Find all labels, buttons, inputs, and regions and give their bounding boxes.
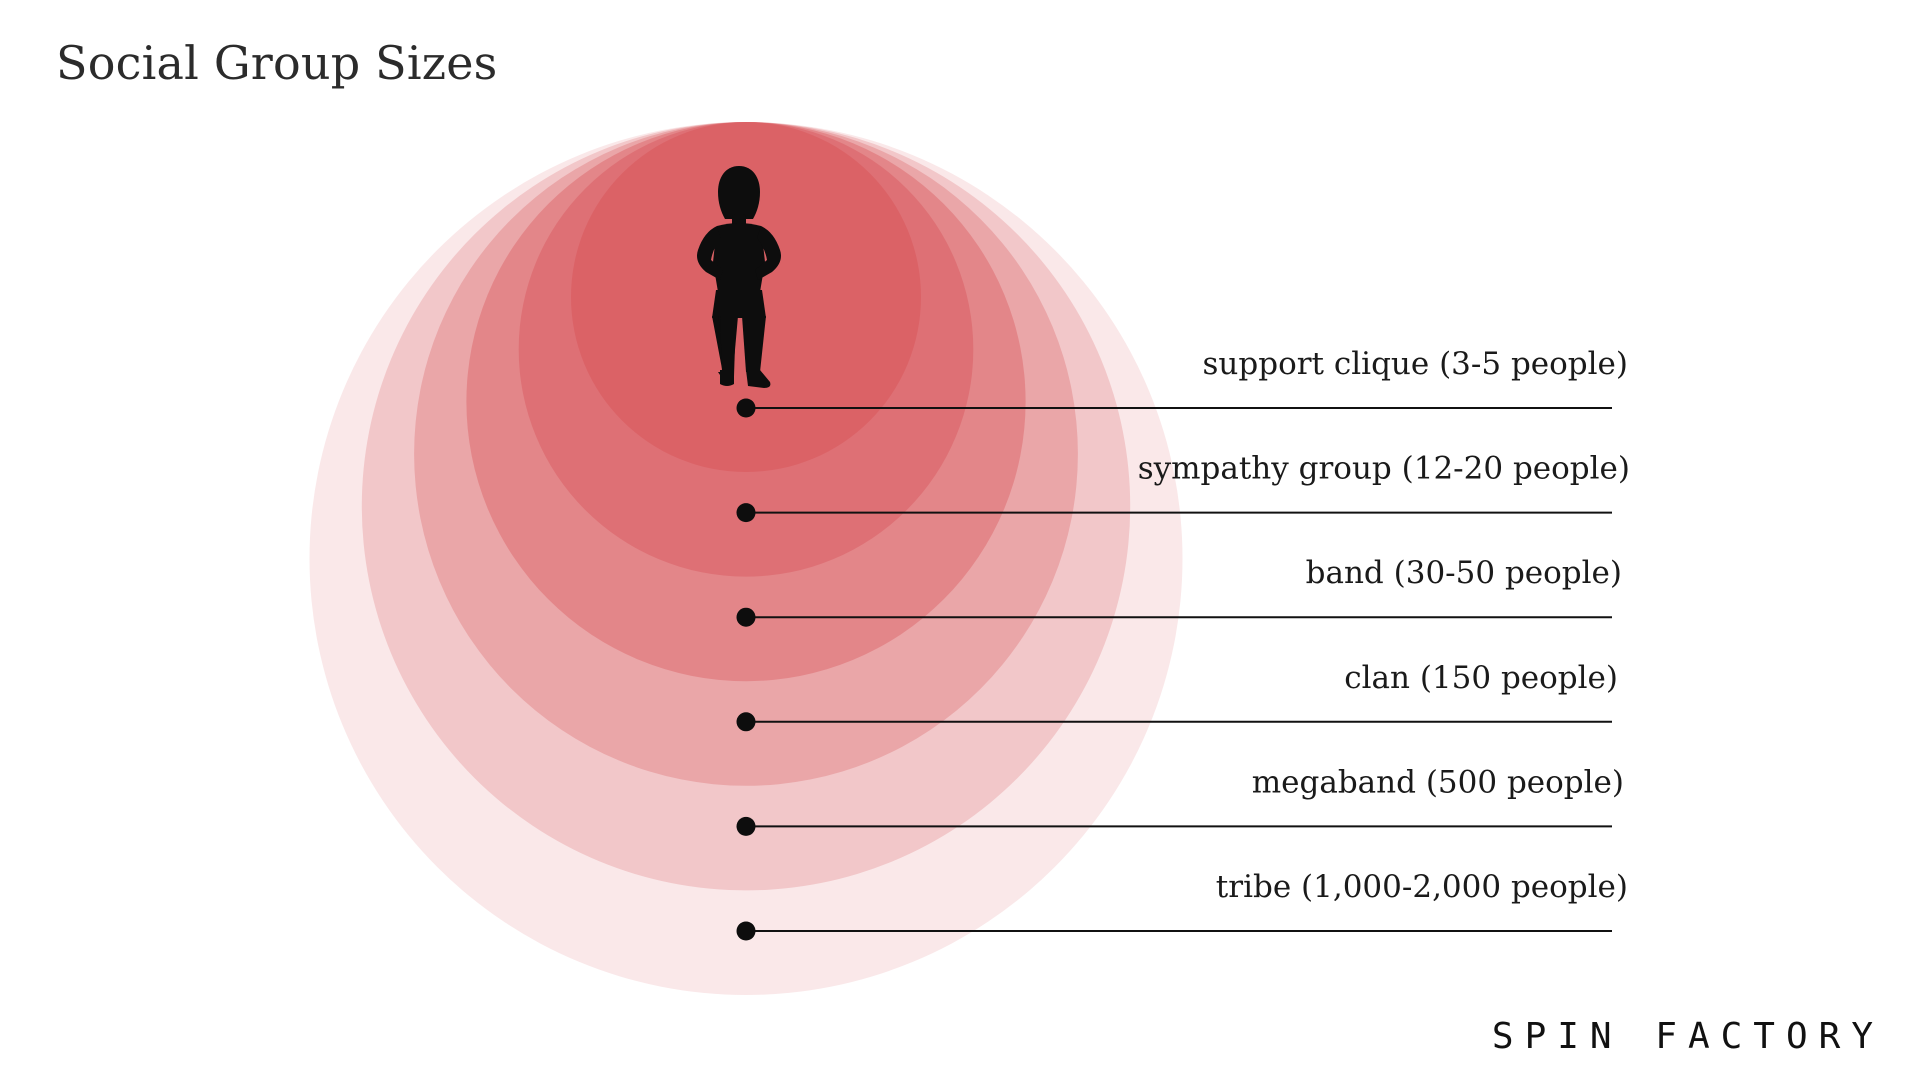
person-silhouette-icon <box>697 166 781 388</box>
leader-dot <box>736 816 756 836</box>
group-label: support clique (3-5 people) <box>1203 346 1628 382</box>
group-label: sympathy group (12-20 people) <box>1138 451 1630 487</box>
leader-dot <box>736 398 756 418</box>
group-label: megaband (500 people) <box>1252 764 1624 800</box>
brand-logo: SPIN FACTORY <box>1491 1016 1884 1057</box>
leader-layer: support clique (3-5 people) sympathy grou… <box>736 346 1630 941</box>
group-label: tribe (1,000-2,000 people) <box>1216 869 1628 905</box>
page-title: Social Group Sizes <box>56 36 498 90</box>
leader-dot <box>736 712 756 732</box>
leader-dot <box>736 503 756 523</box>
leader-dot <box>736 607 756 627</box>
group-label: band (30-50 people) <box>1306 555 1622 591</box>
group-label: clan (150 people) <box>1344 660 1618 696</box>
leader-dot <box>736 921 756 941</box>
ring-layer <box>309 121 1183 995</box>
